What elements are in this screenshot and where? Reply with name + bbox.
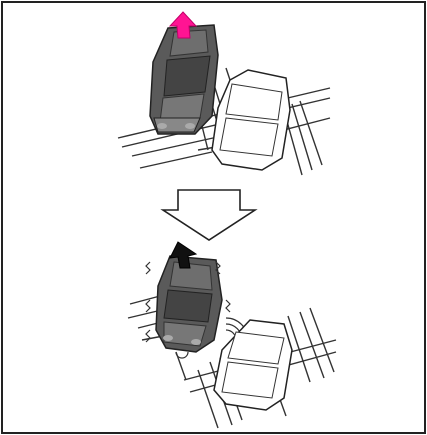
dark-car-bottom [156, 256, 222, 352]
